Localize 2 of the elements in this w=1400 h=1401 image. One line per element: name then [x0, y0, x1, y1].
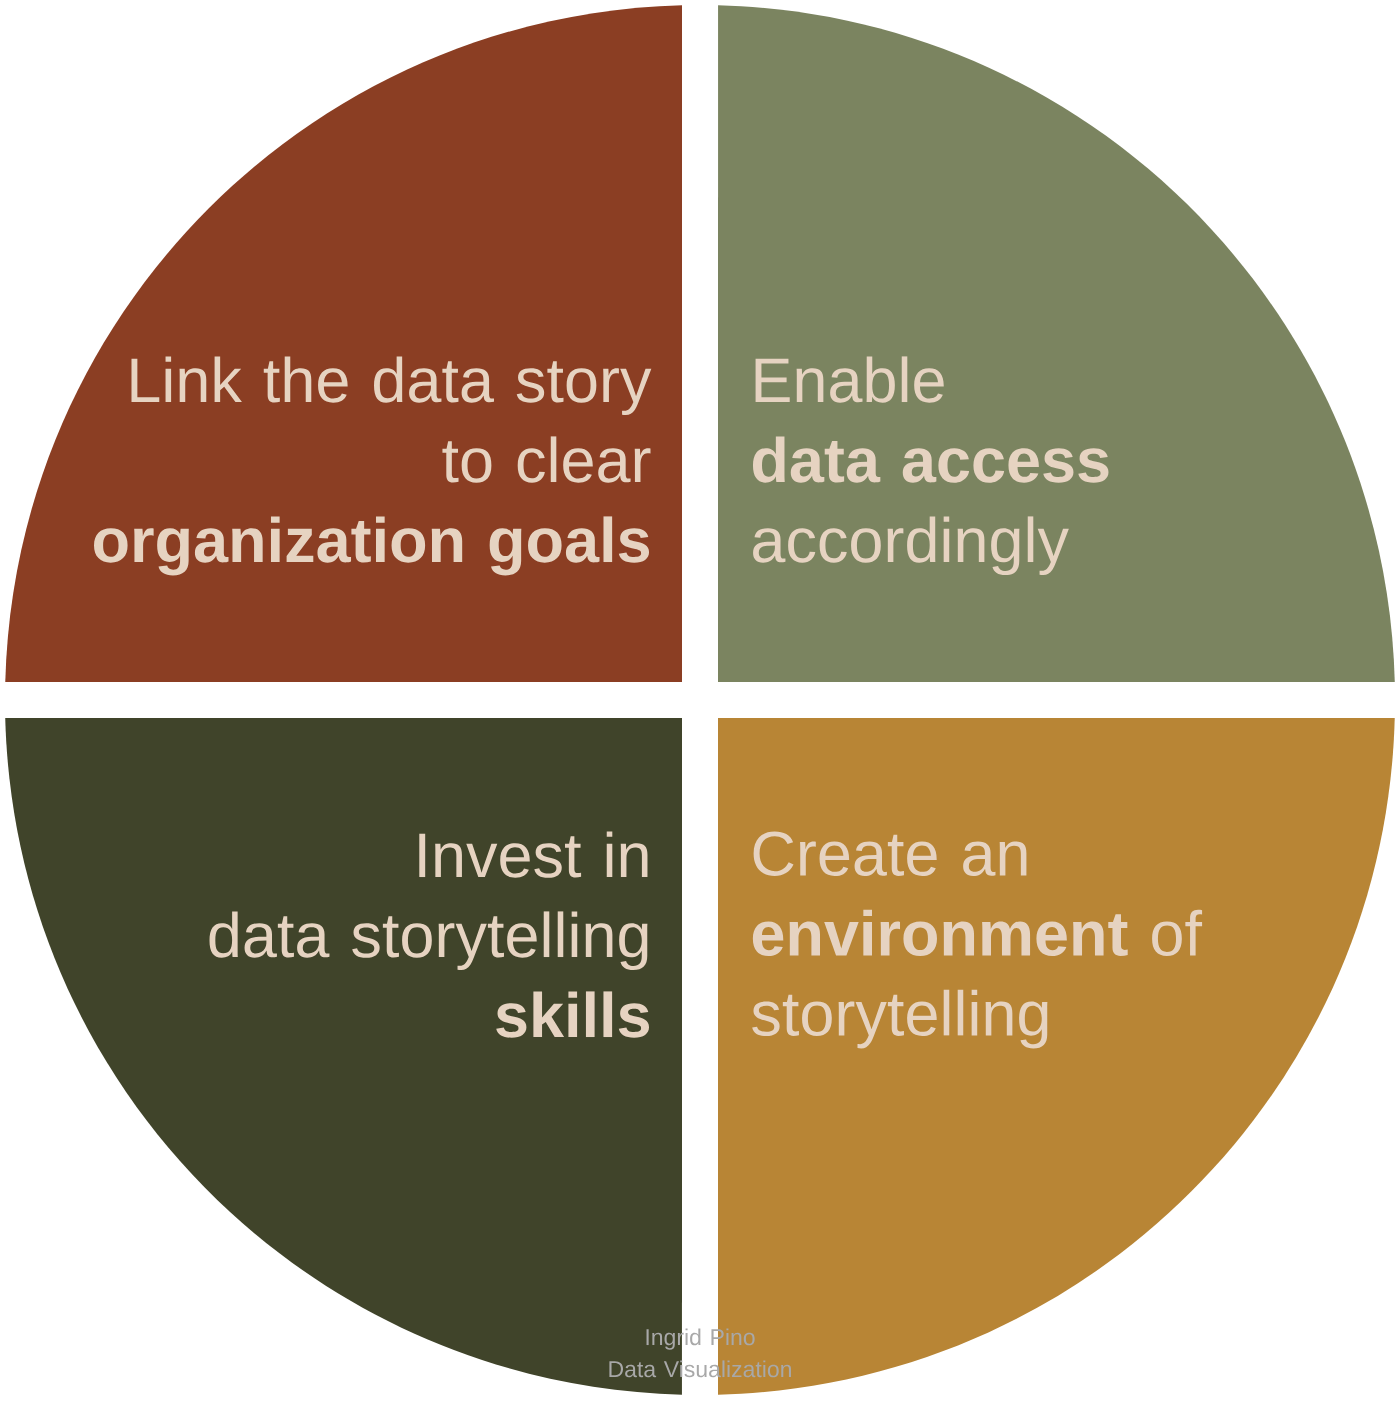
quadrant-segment: Link the data story to clear organization goals — [5, 5, 682, 682]
quadrant-segment: Enable data access accordingly — [718, 5, 1395, 682]
